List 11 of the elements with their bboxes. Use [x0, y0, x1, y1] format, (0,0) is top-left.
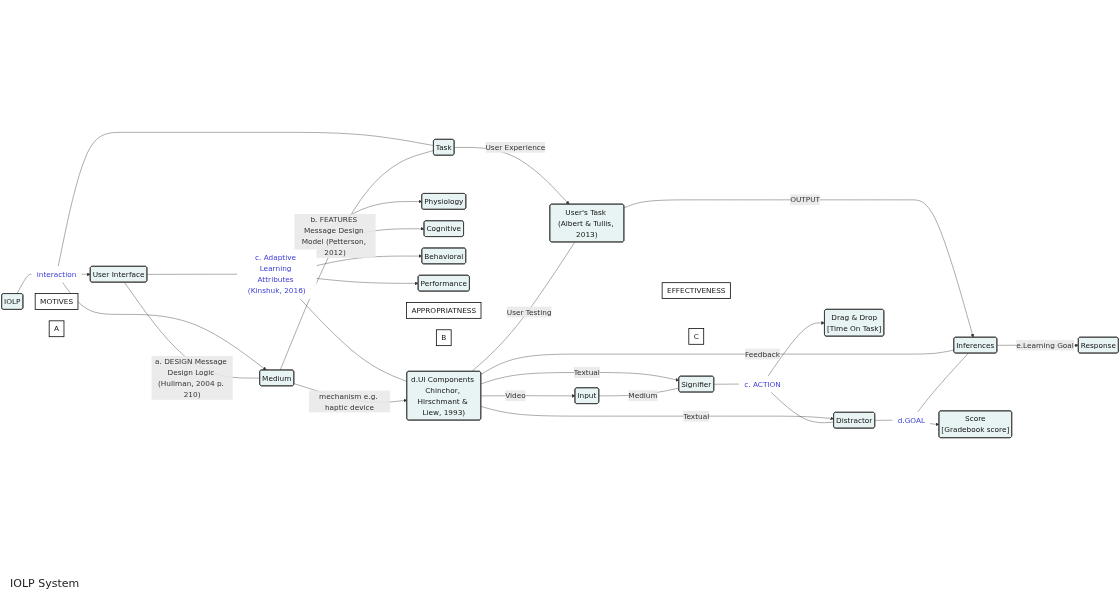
connector [471, 241, 575, 372]
connector [713, 383, 740, 385]
connector [770, 391, 834, 423]
connector [480, 349, 955, 375]
connector [299, 298, 408, 382]
note-text: IOLP System [10, 577, 80, 590]
connector [874, 420, 893, 421]
connector [280, 150, 434, 371]
connector [917, 353, 969, 413]
connector [146, 274, 238, 275]
connector [16, 274, 33, 294]
